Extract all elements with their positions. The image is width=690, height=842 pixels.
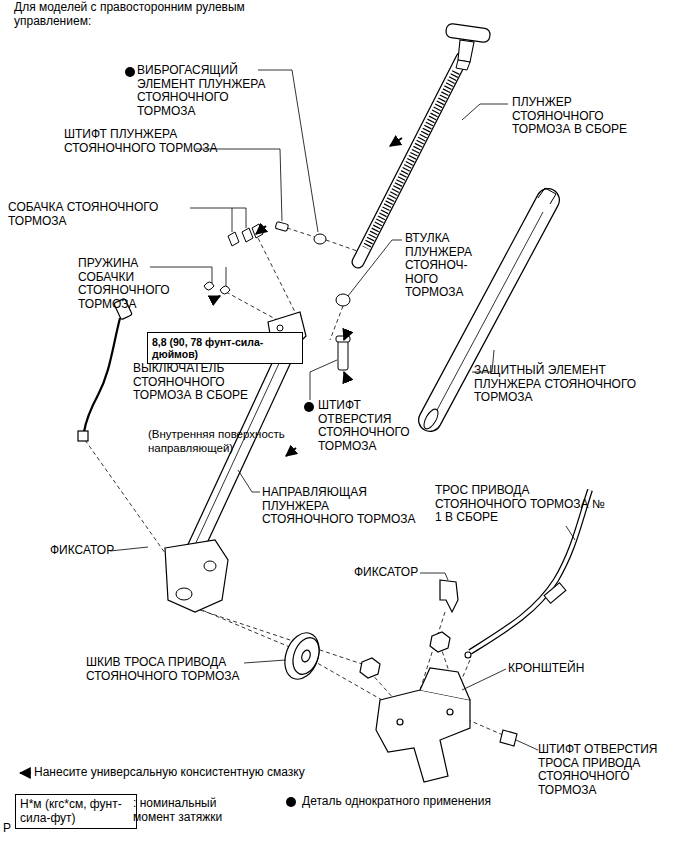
box-text: 8,8 (90, 78 фунт-сила-дюймов) — [152, 336, 298, 360]
part-label: ВИБРОГАСЯЩИЙ ЭЛЕМЕНТ ПЛУНЖЕРА СТОЯНОЧНОГ… — [137, 64, 287, 118]
title: Для моделей с правосторонним рулевым упр… — [14, 1, 254, 28]
part-label: ШКИВ ТРОСА ПРИВОДА СТОЯНОЧНОГО ТОРМОЗА — [86, 656, 266, 683]
legend-text: Деталь однократного применения — [302, 795, 562, 809]
part-label: ШТИФТ ПЛУНЖЕРА СТОЯНОЧНОГО ТОРМОЗА — [64, 128, 224, 155]
part-label: ШТИФТ ОТВЕРСТИЯ ТРОСА ПРИВОДА СТОЯНОЧНОГ… — [538, 743, 678, 797]
part-label: ШТИФТ ОТВЕРСТИЯ СТОЯНОЧНОГО ТОРМОЗА — [318, 399, 428, 453]
part-label: ФИКСАТОР — [354, 566, 434, 580]
part-label: ТРОС ПРИВОДА СТОЯНОЧНОГО ТОРМОЗА № 1 В С… — [435, 484, 610, 525]
part-label: (Внутренняя поверхность направляющей) — [148, 428, 288, 455]
part-label: КРОНШТЕЙН — [508, 662, 608, 676]
legend-torque-box: Н*м (кгс*см, фунт-сила-фут) — [15, 794, 137, 829]
torque-spec-box: 8,8 (90, 78 фунт-сила-дюймов) — [147, 332, 303, 364]
part-label: ВТУЛКА ПЛУНЖЕРА СТОЯНОЧ- НОГО ТОРМОЗА — [405, 232, 497, 300]
part-label: НАПРАВЛЯЮЩАЯ ПЛУНЖЕРА СТОЯНОЧНОГО ТОРМОЗ… — [262, 486, 422, 527]
legend-text: Нанесите универсальную консистентную сма… — [34, 766, 454, 780]
part-label: ПЛУНЖЕР СТОЯНОЧНОГО ТОРМОЗА В СБОРЕ — [512, 96, 662, 137]
legend-text: : номинальный момент затяжки — [133, 797, 233, 824]
part-label: СОБАЧКА СТОЯНОЧНОГО ТОРМОЗА — [8, 201, 193, 228]
part-label: ПРУЖИНА СОБАЧКИ СТОЯНОЧНОГО ТОРМОЗА — [78, 257, 178, 311]
part-label: ВЫКЛЮЧАТЕЛЬ СТОЯНОЧНОГО ТОРМОЗА В СБОРЕ — [133, 362, 285, 403]
part-label: ЗАЩИТНЫЙ ЭЛЕМЕНТ ПЛУНЖЕРА СТОЯНОЧНОГО ТО… — [474, 364, 664, 405]
box-text: Н*м (кгс*см, фунт-сила-фут) — [20, 798, 132, 825]
part-label: ФИКСАТОР — [50, 544, 130, 558]
